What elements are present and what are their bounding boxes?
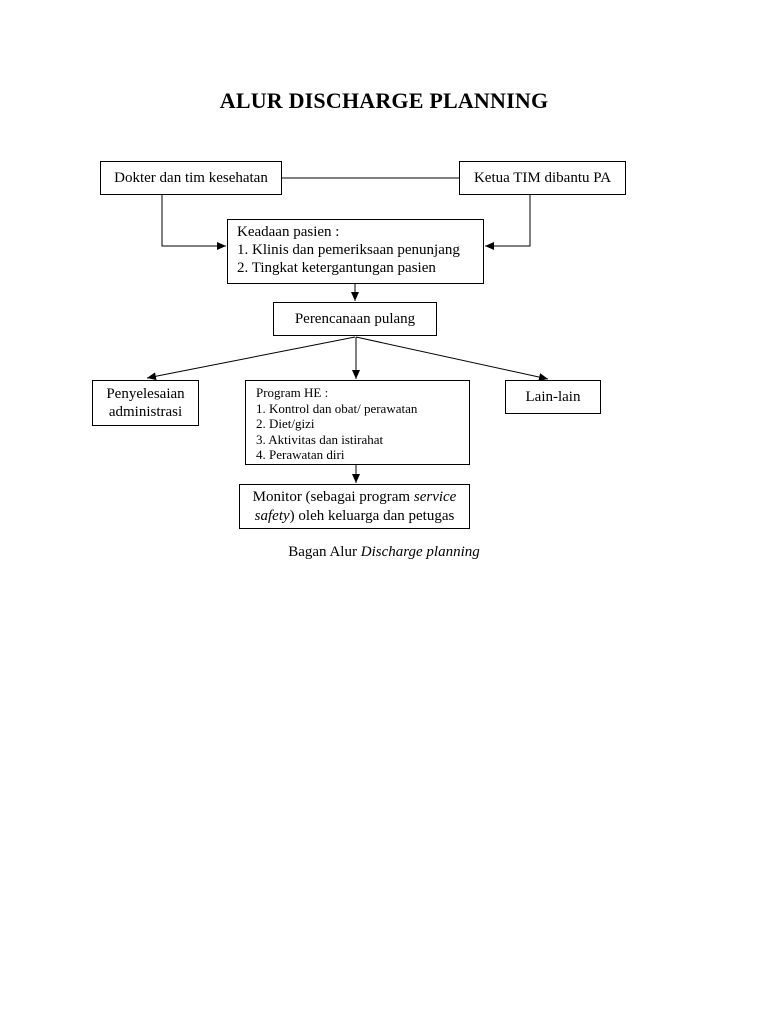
node-program-he: Program HE : 1. Kontrol dan obat/ perawa…: [245, 380, 470, 465]
node-dokter: Dokter dan tim kesehatan: [100, 161, 282, 195]
node-perencanaan-label: Perencanaan pulang: [294, 311, 416, 327]
node-monitor-italic: safety: [254, 507, 290, 524]
node-dokter-label: Dokter dan tim kesehatan: [114, 170, 268, 186]
node-program-item: 2. Diet/gizi: [256, 416, 315, 431]
node-keadaan-item: 1. Klinis dan pemeriksaan penunjang: [237, 242, 460, 258]
node-monitor-line-1: Monitor (sebagai program service: [253, 488, 457, 507]
node-keadaan-item: 2. Tingkat ketergantungan pasien: [237, 260, 436, 276]
connector-dokter-keadaan: [161, 195, 226, 250]
node-keadaan-heading: Keadaan pasien :: [237, 224, 340, 240]
node-monitor: Monitor (sebagai program service safety)…: [239, 484, 470, 529]
node-ketua: Ketua TIM dibantu PA: [459, 161, 626, 195]
node-penyelesaian-administrasi: Penyelesaian administrasi: [92, 380, 199, 426]
figure-caption: Bagan Alur Discharge planning: [0, 544, 768, 561]
node-monitor-text: Monitor (sebagai program: [252, 488, 414, 505]
node-lain-label: Lain-lain: [525, 389, 581, 405]
connector-ketua-keadaan: [485, 195, 531, 250]
node-program-item: 4. Perawatan diri: [256, 447, 345, 462]
connector-perencanaan-lain: [355, 336, 549, 381]
node-monitor-line-2: safety) oleh keluarga dan petugas: [253, 507, 457, 526]
node-program-heading: Program HE :: [256, 385, 329, 400]
diagram-title: ALUR DISCHARGE PLANNING: [219, 88, 549, 113]
node-perencanaan-pulang: Perencanaan pulang: [273, 302, 437, 336]
node-lain-lain: Lain-lain: [505, 380, 601, 414]
node-penyelesaian-line: administrasi: [108, 404, 183, 420]
node-penyelesaian-line: Penyelesaian: [106, 386, 185, 402]
node-program-item: 3. Aktivitas dan istirahat: [256, 431, 384, 447]
caption-italic: Discharge planning: [360, 544, 480, 560]
connector-perencanaan-penyelesaian: [146, 336, 356, 381]
node-ketua-label: Ketua TIM dibantu PA: [473, 170, 612, 186]
caption-prefix: Bagan Alur: [288, 544, 361, 560]
node-program-item: 1. Kontrol dan obat/ perawatan: [256, 400, 418, 416]
node-monitor-italic: service: [413, 488, 457, 505]
node-keadaan-pasien: Keadaan pasien : 1. Klinis dan pemeriksa…: [227, 219, 484, 284]
node-monitor-text: ) oleh keluarga dan petugas: [289, 507, 455, 524]
